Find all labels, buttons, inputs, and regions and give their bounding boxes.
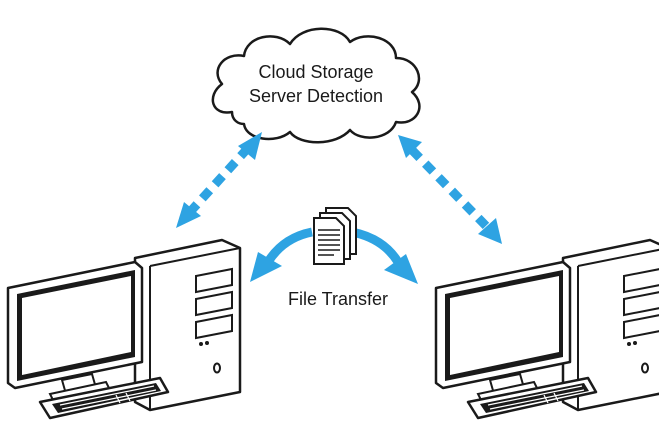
right-desktop-computer-icon xyxy=(434,238,659,420)
file-transfer-label: File Transfer xyxy=(288,289,388,309)
cloud-storage-node: Cloud Storage Server Detection xyxy=(211,27,421,144)
cloud-label-line1: Cloud Storage xyxy=(258,62,373,82)
left-desktop-computer-icon xyxy=(6,238,242,420)
right-sync-arrow xyxy=(398,135,502,244)
cloud-label-line2: Server Detection xyxy=(249,86,383,106)
cloud-icon xyxy=(211,27,421,144)
document-stack-icon xyxy=(313,207,357,265)
left-sync-arrow xyxy=(176,132,262,228)
